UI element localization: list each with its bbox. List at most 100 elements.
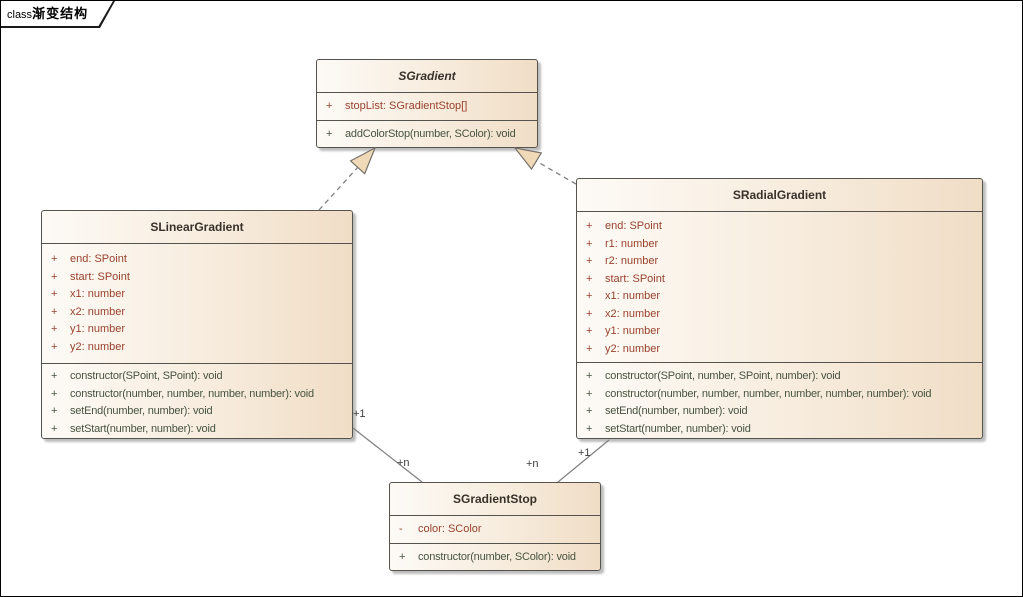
multiplicity-label: +n (397, 457, 410, 469)
visibility-symbol: + (586, 325, 593, 337)
attribute-signature: y1: number (70, 323, 126, 335)
realization-line-right[interactable] (535, 160, 577, 185)
attribute-signature: end: SPoint (70, 253, 127, 265)
attribute-signature: x1: number (70, 288, 126, 300)
visibility-symbol: - (399, 523, 403, 535)
multiplicity-label: +1 (353, 408, 366, 420)
attribute-row: + y1: number (577, 323, 982, 341)
attribute-signature: r1: number (605, 237, 659, 250)
operation-signature: constructor(number, number, number, numb… (605, 387, 932, 400)
visibility-symbol: + (51, 387, 58, 400)
operation-row: + addColorStop(number, SColor): void (317, 126, 537, 144)
triangle-arrowhead-right-icon (513, 147, 543, 171)
attribute-signature: x1: number (605, 290, 661, 302)
operation-row: + constructor(number, number, number, num… (577, 386, 982, 404)
attribute-signature: start: SPoint (605, 272, 665, 285)
visibility-symbol: + (51, 405, 58, 417)
operation-signature: constructor(number, SColor): void (418, 551, 576, 563)
realization-line-left[interactable] (318, 166, 359, 211)
multiplicity-label: +1 (578, 447, 591, 459)
attribute-row: + end: SPoint (42, 251, 352, 269)
visibility-symbol: + (586, 370, 593, 382)
visibility-symbol: + (586, 220, 593, 232)
visibility-symbol: + (586, 237, 593, 250)
class-box-slineargradient[interactable]: SLinearGradient + end: SPoint + start: SPo… (41, 210, 353, 439)
class-box-sgradient[interactable]: SGradient + stopList: SGradientStop[] + … (316, 59, 538, 148)
class-box-sradialgradient[interactable]: SRadialGradient + end: SPoint + r1: number… (576, 178, 983, 439)
operation-row: + constructor(number, SColor): void (390, 549, 600, 567)
attribute-signature: color: SColor (418, 523, 482, 535)
attribute-row: + y2: number (42, 339, 352, 357)
diagram-title: class渐变结构 (7, 1, 88, 26)
visibility-symbol: + (399, 551, 406, 563)
class-title: SGradient (317, 60, 537, 93)
operation-row: + setStart(number, number): void (577, 421, 982, 439)
attribute-row: + r2: number (577, 253, 982, 271)
operation-signature: constructor(SPoint, number, SPoint, numb… (605, 370, 841, 382)
operation-row: + constructor(SPoint, number, SPoint, num… (577, 368, 982, 386)
association-linear-to-stop[interactable] (352, 427, 423, 483)
class-title: SRadialGradient (577, 179, 982, 212)
class-box-sgradientstop[interactable]: SGradientStop - color: SColor + construc… (389, 482, 601, 571)
realization-radial-to-gradient[interactable] (513, 147, 577, 185)
visibility-symbol: + (51, 323, 58, 335)
diagram-frame-tab-fill (1, 1, 113, 26)
visibility-symbol: + (51, 305, 58, 318)
visibility-symbol: + (326, 128, 333, 140)
visibility-symbol: + (51, 340, 58, 353)
operation-signature: addColorStop(number, SColor): void (345, 128, 516, 140)
visibility-symbol: + (51, 288, 58, 300)
visibility-symbol: + (586, 272, 593, 285)
attribute-row: + stopList: SGradientStop[] (317, 98, 537, 116)
attribute-signature: y1: number (605, 325, 661, 337)
visibility-symbol: + (586, 307, 593, 320)
attribute-row: +y2: number (577, 341, 982, 359)
attribute-signature: x2: number (605, 307, 661, 320)
operation-signature: setStart(number, number): void (605, 422, 751, 435)
attribute-signature: x2: number (70, 305, 126, 318)
attribute-row: + start: SPoint (577, 271, 982, 289)
diagram-keyword: class (7, 9, 33, 21)
visibility-symbol: + (51, 253, 58, 265)
attribute-row: + r1: number (577, 236, 982, 254)
attribute-signature: y2: number (70, 340, 126, 353)
visibility-symbol: + (51, 270, 58, 283)
realization-linear-to-gradient[interactable] (318, 146, 377, 211)
visibility-symbol: + (51, 422, 58, 435)
diagram-frame-tab: class渐变结构 (1, 1, 115, 28)
attribute-row: - color: SColor (390, 521, 600, 539)
attribute-signature: y2: number (605, 342, 661, 355)
operation-row: + constructor(number, number, number, num… (42, 386, 352, 404)
operation-signature: setEnd(number, number): void (605, 405, 748, 417)
visibility-symbol: + (326, 100, 333, 112)
operation-signature: constructor(number, number, number, numb… (70, 387, 314, 400)
class-title: SGradientStop (390, 483, 600, 516)
attribute-row: + x1: number (42, 286, 352, 304)
operation-row: + setEnd(number, number): void (42, 403, 352, 421)
attribute-signature: r2: number (605, 255, 659, 267)
diagram-title-text: 渐变结构 (32, 6, 89, 21)
triangle-arrowhead-left-icon (349, 146, 377, 175)
operation-row: + constructor(SPoint, SPoint): void (42, 368, 352, 386)
multiplicity-label: +n (526, 458, 539, 470)
operation-signature: constructor(SPoint, SPoint): void (70, 370, 223, 382)
operation-signature: setEnd(number, number): void (70, 405, 213, 417)
attribute-signature: start: SPoint (70, 270, 130, 283)
visibility-symbol: + (586, 387, 593, 400)
attribute-row: + end: SPoint (577, 218, 982, 236)
visibility-symbol: + (51, 370, 58, 382)
visibility-symbol: + (586, 290, 593, 302)
visibility-symbol: + (586, 255, 593, 267)
attribute-row: + x2: number (42, 304, 352, 322)
visibility-symbol: + (586, 422, 593, 435)
attribute-row: + y1: number (42, 321, 352, 339)
class-title: SLinearGradient (42, 211, 352, 244)
visibility-symbol: + (586, 405, 593, 417)
operation-row: + setEnd(number, number): void (577, 403, 982, 421)
attribute-row: + start: SPoint (42, 269, 352, 287)
attribute-signature: end: SPoint (605, 220, 662, 232)
attribute-signature: stopList: SGradientStop[] (345, 100, 468, 112)
attribute-row: + x1: number (577, 288, 982, 306)
operation-row: +setStart(number, number): void (42, 421, 352, 439)
